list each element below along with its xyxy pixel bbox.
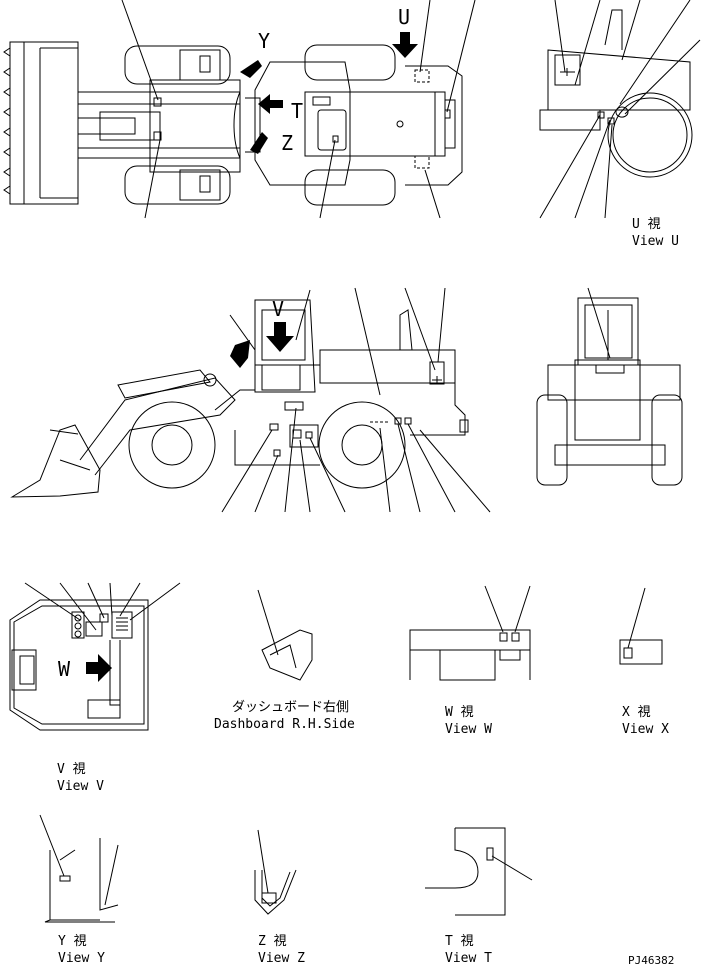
- arrow-letter-u: U: [398, 5, 410, 29]
- view-t-drawing: [425, 827, 533, 916]
- view-y-title-jp: Y 視: [58, 934, 87, 949]
- drawing-number: PJ46382: [628, 954, 674, 967]
- view-u-title-jp: U 視: [632, 217, 661, 232]
- arrow-letter-t: T: [291, 99, 303, 123]
- view-z-title-jp: Z 視: [258, 934, 287, 949]
- view-t-title-en: View T: [445, 951, 492, 966]
- view-w-title-en: View W: [445, 722, 492, 737]
- view-u-title-en: View U: [632, 234, 679, 249]
- top-view-drawing: [3, 0, 476, 219]
- view-y-drawing: [39, 814, 119, 923]
- view-z-title-en: View Z: [258, 951, 305, 966]
- view-w-drawing: [409, 585, 531, 681]
- view-w-title-jp: W 視: [445, 705, 474, 720]
- view-t-title-jp: T 視: [445, 934, 474, 949]
- arrow-letter-v: V: [272, 297, 284, 321]
- view-v-title-en: View V: [57, 779, 104, 794]
- arrow-letter-w: W: [58, 657, 71, 681]
- dashboard-rh-title-en: Dashboard R.H.Side: [214, 717, 355, 732]
- view-u-drawing: [539, 0, 701, 219]
- view-x-title-en: View X: [622, 722, 669, 737]
- view-v-drawing: [9, 582, 181, 731]
- arrow-letter-z: Z: [281, 131, 293, 155]
- side-view-drawing: [10, 287, 491, 513]
- view-x-drawing: [536, 287, 683, 486]
- view-z-drawing: [254, 829, 297, 915]
- arrow-letter-y: Y: [258, 29, 270, 53]
- view-v-title-jp: V 視: [57, 762, 86, 777]
- dashboard-rh-title-jp: ダッシュボード右側: [232, 700, 349, 715]
- view-y-title-en: View Y: [58, 951, 105, 966]
- view-x-label-drawing: [619, 587, 663, 665]
- view-x-title-jp: X 視: [622, 705, 651, 720]
- dashboard-rh-side-drawing: [257, 589, 313, 681]
